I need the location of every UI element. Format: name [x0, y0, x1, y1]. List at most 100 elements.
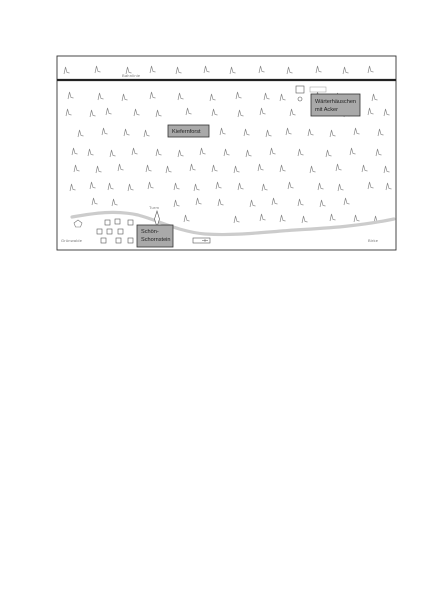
top-strip-label: Bahnlinie [122, 73, 141, 78]
tree-icon [65, 108, 72, 117]
tree-icon [193, 183, 200, 192]
forest-label: Kiefernforst [172, 129, 201, 135]
tree-icon [107, 182, 114, 191]
chimney-label-bg [136, 224, 174, 248]
tree-icon [279, 164, 286, 173]
tree-icon [361, 164, 368, 173]
tree-icon [177, 92, 184, 101]
tree-icon [375, 148, 382, 157]
tree-icon [165, 165, 172, 174]
tree-icon [259, 107, 266, 116]
tree-icon [237, 182, 244, 191]
tree-icon [223, 148, 230, 157]
tree-icon [367, 107, 374, 116]
tree-icon [245, 149, 252, 158]
tree-icon [353, 127, 360, 136]
tree-icon [183, 214, 190, 223]
tree-icon [215, 181, 222, 190]
tree-icon [297, 198, 304, 207]
tree-icon [89, 181, 96, 190]
tree-icon [109, 149, 116, 158]
forest-label-box: Kiefernforst [167, 124, 210, 138]
village-house [100, 237, 107, 244]
tree-icon [289, 108, 296, 117]
tree-icon [143, 129, 150, 138]
keeper-well-icon [297, 96, 303, 102]
tree-icon [325, 149, 332, 158]
tree-icon [265, 129, 272, 138]
village-house [96, 228, 103, 235]
tree-icon [383, 165, 390, 174]
tree-icon [337, 183, 344, 192]
tree-icon [123, 128, 130, 137]
tree-icon [173, 182, 180, 191]
tree-icon [271, 197, 278, 206]
tree-icon [211, 108, 218, 117]
tree-icon [67, 91, 74, 100]
tree-icon [145, 164, 152, 173]
tree-icon [63, 66, 70, 75]
tree-icon [329, 213, 336, 222]
tree-icon [89, 109, 96, 118]
tree-icon [285, 127, 292, 136]
tree-icon [269, 147, 276, 156]
tree-icon [317, 182, 324, 191]
tree-icon [133, 108, 140, 117]
tree-icon [353, 214, 360, 223]
tree-icon [237, 109, 244, 118]
tree-icon [111, 198, 118, 207]
tree-icon [319, 199, 326, 208]
tree-icon [301, 215, 308, 224]
pentagon-marker-icon [73, 219, 83, 228]
village-buildings [73, 218, 134, 244]
tree-icon [367, 181, 374, 190]
tree-icon [286, 66, 293, 75]
tree-icon [259, 213, 266, 222]
tree-icon [209, 93, 216, 102]
tree-icon [189, 163, 196, 172]
tree-icon [342, 66, 349, 75]
village-right-label: Birke [368, 238, 379, 243]
tree-icon [125, 66, 132, 75]
tree-icon [371, 93, 378, 102]
tree-icon [117, 163, 124, 172]
tree-icon [149, 65, 156, 74]
village-house [114, 218, 121, 225]
tree-icon [71, 147, 78, 156]
tree-icon [233, 215, 240, 224]
tree-icon [147, 181, 154, 190]
forest-label-bg [167, 124, 210, 138]
tree-icon [121, 93, 128, 102]
tree-icon [349, 147, 356, 156]
tree-icon [279, 93, 286, 102]
tree-icon [219, 127, 226, 136]
tree-icon [279, 214, 286, 223]
tree-icon [211, 164, 218, 173]
village-house [127, 219, 134, 226]
chimney-label-line-1: Schön- [141, 229, 159, 235]
tower-label: Turm [149, 205, 159, 210]
chimney-label-line-2: Schornstein [141, 237, 171, 243]
tree-icon [235, 91, 242, 100]
keeper-label-bg [310, 93, 361, 117]
tree-icon [91, 197, 98, 206]
tree-icon [155, 148, 162, 157]
tree-icon [101, 127, 108, 136]
tree-icon [149, 91, 156, 100]
forest-trees [65, 91, 392, 224]
crossing-box [192, 237, 211, 244]
tree-icon [377, 128, 384, 137]
tree-icon [329, 129, 336, 138]
keeper-house [295, 85, 327, 102]
tree-icon [105, 107, 112, 116]
tree-icon [263, 92, 270, 101]
tree-icon [335, 163, 342, 172]
keeper-building [295, 85, 305, 94]
tree-icon [309, 165, 316, 174]
tree-icon [315, 65, 322, 74]
tree-icon [97, 92, 104, 101]
tree-icon [233, 165, 240, 174]
tree-icon [229, 66, 236, 75]
village-house [117, 228, 124, 235]
